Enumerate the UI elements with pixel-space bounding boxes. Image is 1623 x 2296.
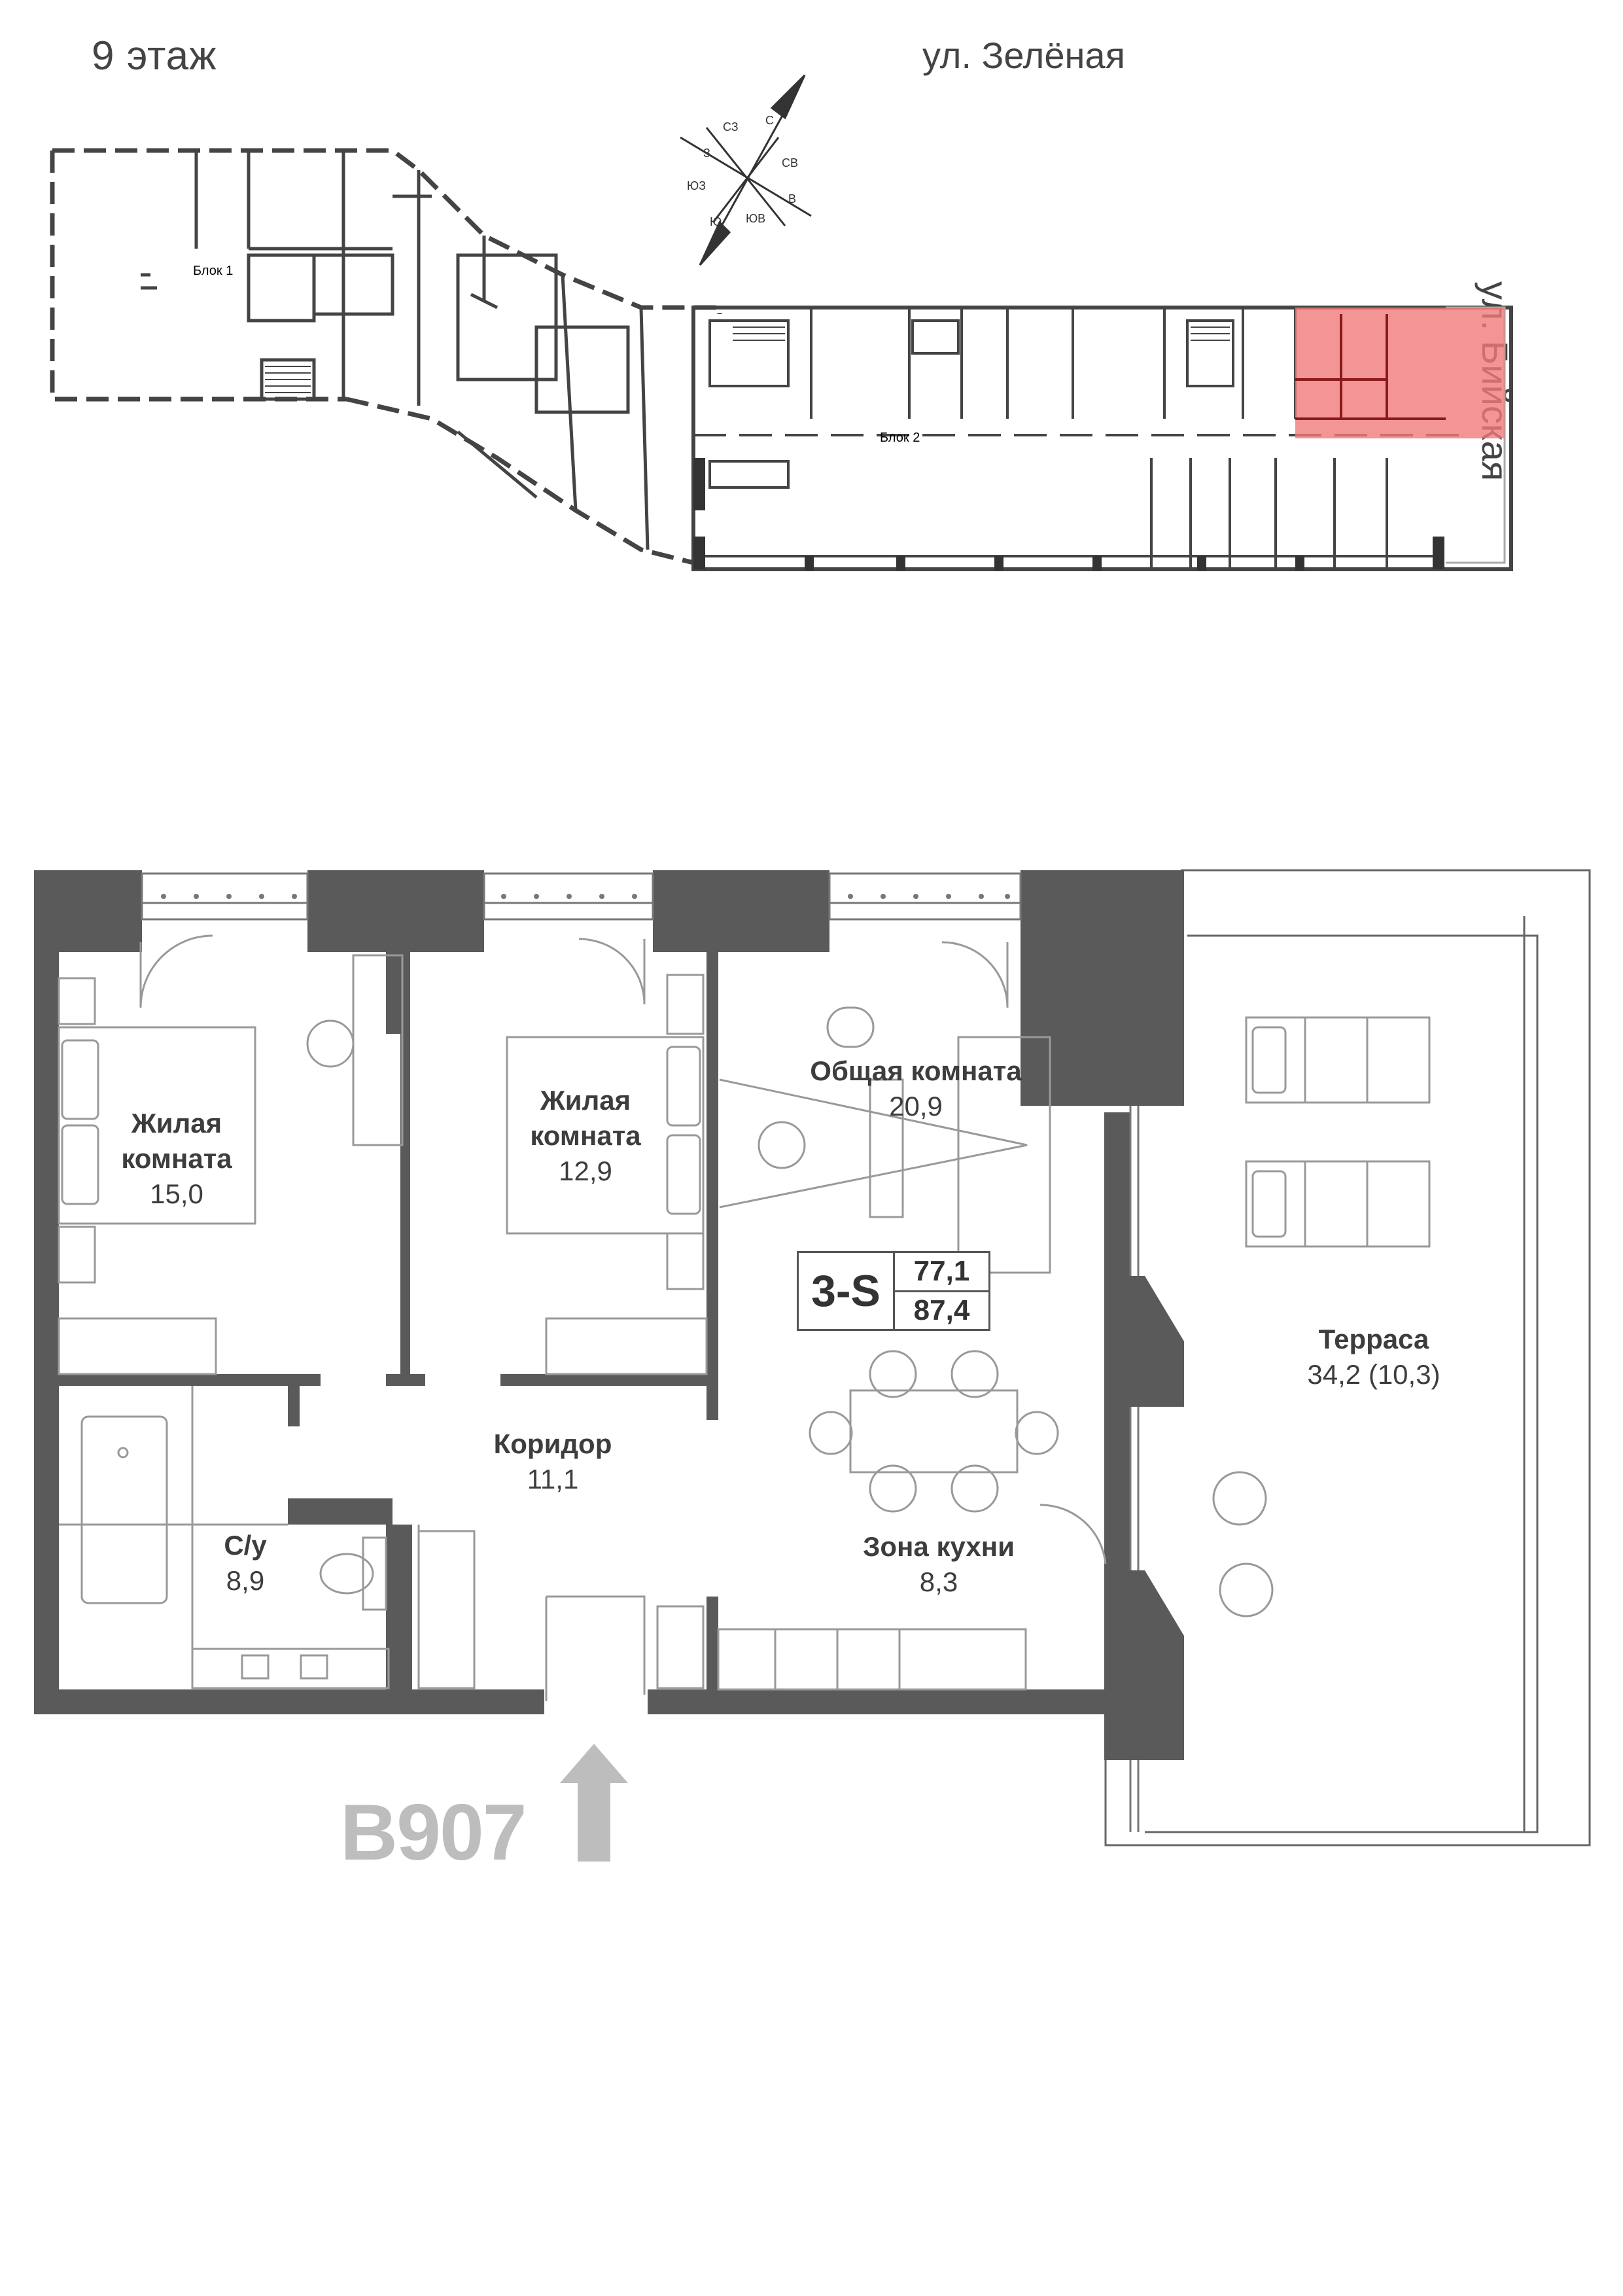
room-living: Общая комната 20,9	[772, 1053, 1060, 1124]
site-plan: Блок 1	[50, 74, 1513, 571]
room-bedroom-1: Жилая комната 15,0	[98, 1106, 255, 1212]
entry-arrow-icon	[560, 1744, 628, 1862]
room-name: комната	[530, 1120, 641, 1151]
room-bedroom-2: Жилая комната 12,9	[504, 1083, 667, 1189]
room-name: Коридор	[493, 1428, 612, 1459]
floor-label: 9 этаж	[92, 33, 217, 79]
svg-text:ЮЗ: ЮЗ	[687, 179, 706, 192]
room-name: Терраса	[1318, 1324, 1429, 1354]
svg-text:СЗ: СЗ	[723, 120, 739, 133]
room-name: Жилая	[131, 1108, 222, 1139]
svg-text:ЮВ: ЮВ	[746, 212, 765, 225]
room-area: 8,3	[919, 1566, 958, 1597]
svg-text:В: В	[788, 192, 796, 205]
svg-text:С: С	[765, 114, 774, 127]
block2-label: Блок 2	[880, 431, 920, 445]
room-terrace: Терраса 34,2 (10,3)	[1282, 1322, 1465, 1392]
room-name: Жилая	[540, 1085, 631, 1116]
room-name: Зона кухни	[863, 1531, 1015, 1562]
room-area: 11,1	[527, 1464, 579, 1494]
svg-text:Ю: Ю	[710, 215, 722, 228]
room-area: 20,9	[889, 1091, 943, 1122]
room-corridor: Коридор 11,1	[464, 1426, 641, 1497]
area-living: 77,1	[895, 1253, 988, 1292]
room-area: 12,9	[559, 1156, 612, 1186]
highlighted-apartment	[1295, 308, 1505, 438]
room-bathroom: С/у 8,9	[196, 1528, 294, 1598]
svg-text:З: З	[703, 147, 710, 160]
area-total: 87,4	[913, 1294, 970, 1326]
room-area: 15,0	[150, 1178, 203, 1209]
room-kitchen: Зона кухни 8,3	[831, 1529, 1047, 1600]
block1-label: Блок 1	[193, 264, 233, 278]
room-name: С/у	[224, 1530, 267, 1561]
street-name-top: ул. Зелёная	[922, 35, 1125, 76]
room-name: Общая комната	[810, 1055, 1022, 1086]
apartment-type: 3-S	[799, 1253, 895, 1329]
room-area: 34,2 (10,3)	[1307, 1359, 1440, 1390]
room-name: комната	[121, 1143, 232, 1174]
apartment-id: B907	[340, 1788, 527, 1877]
room-area: 8,9	[226, 1565, 265, 1596]
apartment-type-box: 3-S 77,1 87,4	[797, 1251, 990, 1331]
svg-text:СВ: СВ	[782, 156, 798, 169]
compass-icon: С Ю В З СВ СЗ ЮВ ЮЗ	[680, 74, 812, 266]
